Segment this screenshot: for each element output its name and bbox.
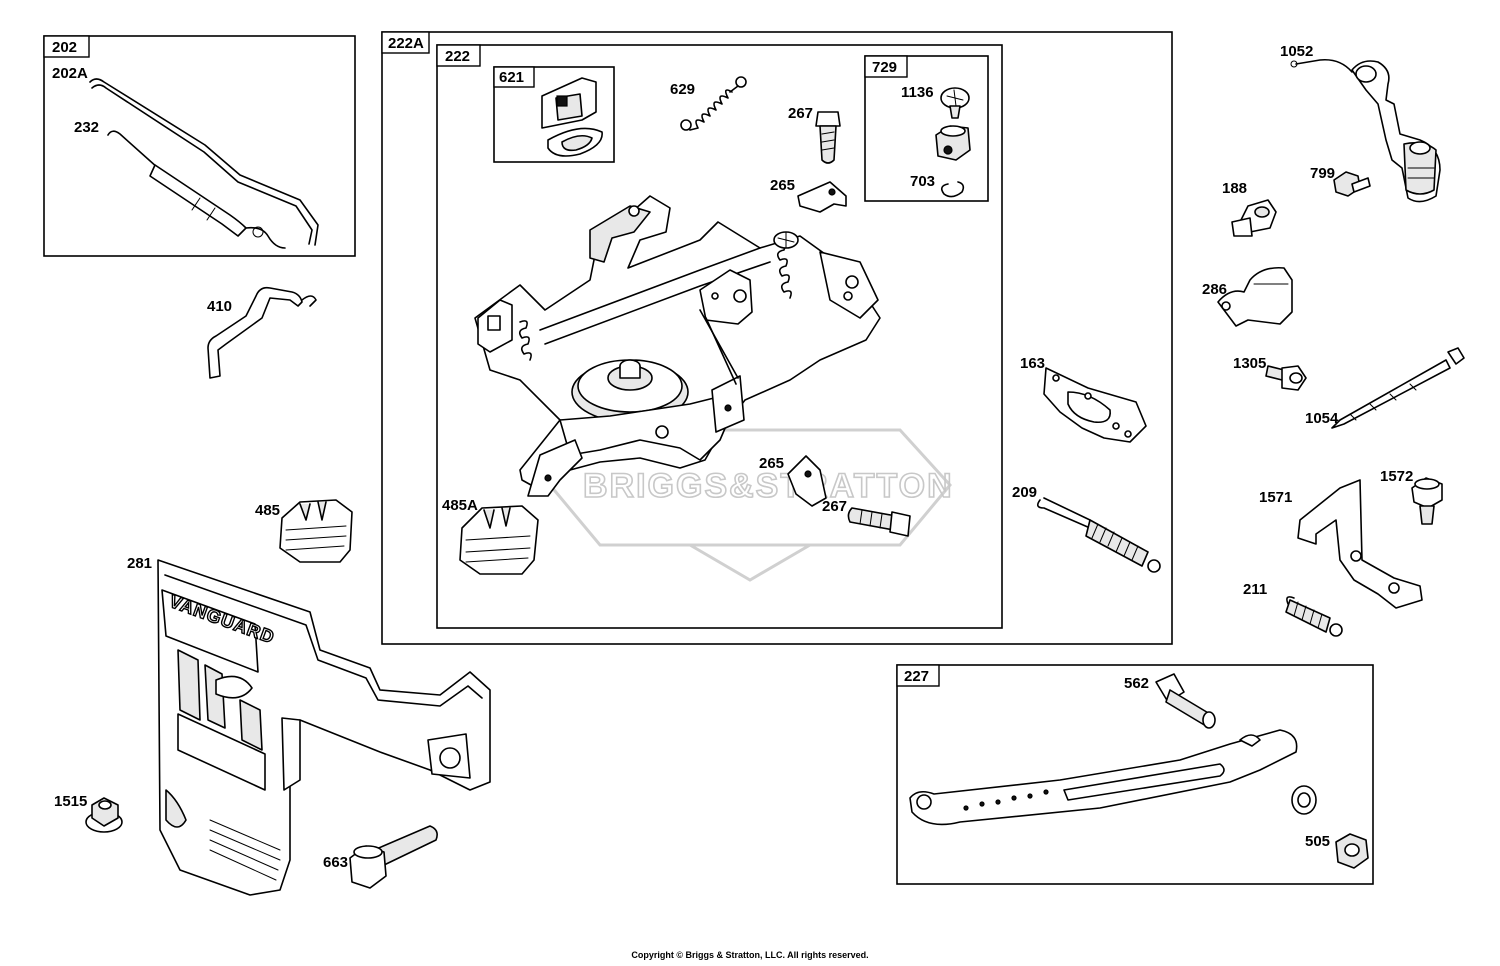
group-tag-227: 227 (904, 668, 929, 685)
spring-629 (680, 76, 747, 131)
choke-link-410 (207, 286, 317, 379)
clamp-265-top (797, 181, 847, 213)
pin-562 (1155, 673, 1216, 729)
screw-1136 (940, 87, 970, 119)
group-222A-frame: 222A (381, 31, 1173, 645)
watermark-text: BRIGGS&STRATTON (583, 467, 954, 505)
label-485: 485 (255, 502, 280, 519)
label-1136: 1136 (901, 84, 934, 101)
governor-link-rod-202A (89, 78, 319, 246)
label-1571: 1571 (1259, 489, 1292, 506)
label-188: 188 (1222, 180, 1247, 197)
group-621-frame: 621 (493, 66, 615, 163)
group-tag-729: 729 (872, 59, 897, 76)
swivel-nut (935, 125, 971, 161)
label-1054: 1054 (1305, 410, 1339, 427)
clamp-265-lower (787, 455, 827, 507)
group-202-frame: 202 (43, 35, 356, 257)
label-799: 799 (1310, 165, 1335, 182)
blower-cover-281: VANGUARD (157, 559, 491, 896)
copyright-notice: Copyright © Briggs & Stratton, LLC. All … (631, 950, 869, 960)
label-703: 703 (910, 173, 935, 190)
label-1305: 1305 (1233, 355, 1266, 372)
label-562: 562 (1124, 675, 1149, 692)
label-410: 410 (207, 298, 232, 315)
spring-211 (1285, 596, 1343, 637)
bolt-1572 (1411, 477, 1443, 525)
label-1515: 1515 (54, 793, 87, 810)
part-labels: 202A 232 410 629 267 265 1136 703 265 26… (52, 43, 1413, 871)
group-227-frame: 227 (896, 664, 1374, 885)
label-202A: 202A (52, 65, 88, 82)
label-232: 232 (74, 119, 99, 136)
gasket-163 (1043, 367, 1147, 443)
governor-control-bracket (474, 195, 881, 497)
group-tag-222: 222 (445, 48, 470, 65)
label-265-lower: 265 (759, 455, 784, 472)
label-286: 286 (1202, 281, 1227, 298)
spring-209 (1036, 497, 1161, 573)
group-tag-222A: 222A (388, 35, 424, 52)
label-267-lower: 267 (822, 498, 847, 515)
label-265-top: 265 (770, 177, 795, 194)
label-663: 663 (323, 854, 348, 871)
label-163: 163 (1020, 355, 1045, 372)
governor-spring-rod-232 (107, 130, 286, 249)
label-505: 505 (1305, 833, 1330, 850)
group-tag-202: 202 (52, 39, 77, 56)
block-485 (279, 499, 353, 563)
cable-tie-1054 (1331, 347, 1465, 429)
nut-505 (1335, 833, 1369, 869)
group-222-frame: 222 (436, 44, 1003, 629)
e-ring-703 (940, 181, 965, 198)
label-211: 211 (1243, 581, 1267, 598)
throttle-lever-227 (909, 729, 1298, 826)
screw-267-top (815, 111, 841, 164)
label-281: 281 (127, 555, 152, 572)
screw-267-lower (847, 507, 911, 537)
bolt-188 (1231, 199, 1277, 237)
bracket-286 (1217, 266, 1293, 327)
label-485A: 485A (442, 497, 478, 514)
bolt-799 (1333, 171, 1371, 197)
throttle-clip-621 (541, 77, 603, 157)
group-tag-621: 621 (499, 69, 524, 86)
group-729-frame: 729 (864, 55, 989, 202)
washer (1291, 785, 1317, 815)
label-629: 629 (670, 81, 695, 98)
block-485A (459, 505, 539, 575)
bolt-1305 (1265, 365, 1307, 391)
label-267-top: 267 (788, 105, 813, 122)
label-1052: 1052 (1280, 43, 1313, 60)
label-209: 209 (1012, 484, 1037, 501)
flange-nut-1515 (85, 797, 123, 833)
solenoid-1052 (1290, 58, 1441, 203)
label-1572: 1572 (1380, 468, 1413, 485)
bolt-663 (349, 825, 438, 889)
bracket-1571 (1297, 479, 1423, 609)
